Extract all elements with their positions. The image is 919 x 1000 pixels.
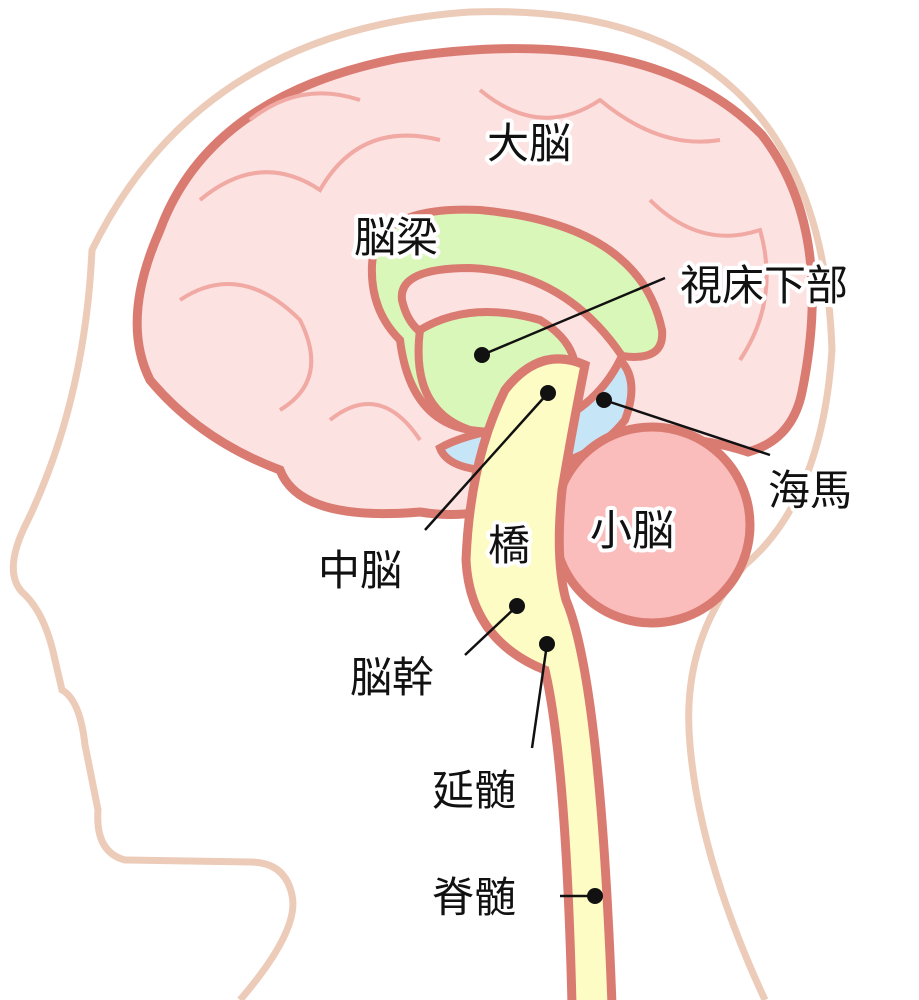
label-spinal-cord: 脊髄: [432, 873, 516, 922]
label-hippocampus: 海馬: [768, 466, 852, 515]
hippocampus-marker: [596, 392, 612, 408]
hypothalamus-marker: [474, 347, 490, 363]
cerebrum-shape: [132, 44, 817, 519]
brainstem-marker: [509, 598, 525, 614]
brainstem-shape: [461, 354, 617, 1000]
spinal-cord-marker: [587, 888, 603, 904]
label-midbrain: 中脳: [318, 546, 402, 595]
label-cerebellum: 小脳: [590, 506, 674, 555]
midbrain-marker: [540, 385, 556, 401]
brain-folds: [178, 88, 769, 442]
label-pons: 橋: [488, 521, 530, 570]
corpus-callosum-shape: [367, 205, 667, 434]
label-hypothalamus: 視床下部: [680, 261, 848, 310]
label-brainstem: 脳幹: [350, 653, 434, 702]
label-cerebrum: 大脳: [487, 119, 571, 168]
label-corpus-callosum: 脳梁: [354, 213, 438, 262]
label-medulla: 延髄: [432, 766, 516, 815]
leader-lines: [424, 276, 771, 898]
medulla-marker: [539, 636, 555, 652]
